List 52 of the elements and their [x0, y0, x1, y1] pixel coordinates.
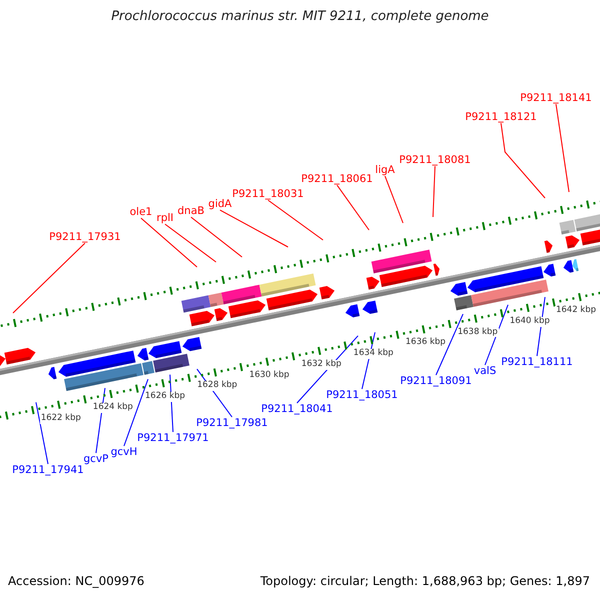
gene-label: P9211_17971	[137, 432, 209, 444]
leader-line	[336, 184, 370, 230]
gene-label: dnaB	[178, 205, 204, 218]
accession-text: Accession: NC_009976	[8, 575, 144, 589]
gene-label: gcvH	[110, 446, 138, 458]
gene-label: P9211_18041	[261, 403, 333, 416]
scale-label: 1642 kbp	[554, 306, 598, 316]
leader-line	[268, 200, 324, 240]
scale-label: 1640 kbp	[508, 316, 551, 327]
gene-label: P9211_17931	[49, 231, 121, 244]
title: Prochlorococcus marinus str. MIT 9211, complete genome	[110, 10, 490, 25]
leader-line	[220, 210, 288, 248]
genome-stats-text: Topology: circular; Length: 1,688,963 bp; Genes: 1,897	[260, 575, 590, 589]
gene-label: P9211_18111	[501, 356, 573, 368]
leader-line	[36, 402, 48, 464]
leader-line	[164, 224, 216, 262]
scale-label: 1638 kbp	[456, 328, 499, 338]
gene-label: valS	[474, 365, 496, 378]
gene-label: P9211_18121	[465, 111, 537, 124]
gene-label: P9211_18061	[301, 173, 373, 186]
scale-label: 1636 kbp	[404, 338, 447, 348]
gene-label: P9211_17981	[196, 417, 268, 430]
leader-line	[436, 314, 464, 376]
scale-label: 1622 kbp	[40, 414, 82, 424]
leader-line	[432, 166, 436, 218]
scale-label: 1634 kbp	[352, 349, 394, 359]
gene-label: P9211_17941	[12, 464, 84, 476]
leader-line	[12, 242, 86, 314]
gene-label: rplI	[156, 212, 174, 224]
gene-label: gidA	[208, 198, 232, 210]
scale-label: 1624 kbp	[92, 403, 134, 413]
gene-label: P9211_18051	[326, 389, 398, 402]
scale-label: 1626 kbp	[144, 392, 186, 402]
scale-label: 1632 kbp	[300, 360, 342, 370]
leader-line	[190, 216, 242, 258]
gene-label: ole1	[130, 206, 152, 218]
leader-line	[556, 104, 570, 192]
gene-label: ligA	[375, 164, 395, 176]
leader-line	[296, 335, 358, 404]
scale-label: 1628 kbp	[196, 381, 238, 392]
scale-label: 1630 kbp	[248, 370, 290, 380]
leader-line	[140, 218, 198, 268]
gene-label: gcvP	[84, 453, 108, 466]
gene-label: P9211_18091	[400, 375, 472, 388]
gene-label: P9211_18141	[520, 92, 592, 104]
leader-line	[124, 378, 148, 446]
leader-line	[484, 304, 508, 366]
gene-label: P9211_18031	[232, 188, 304, 200]
leader-line	[384, 176, 404, 224]
leader-line	[96, 388, 106, 454]
leader-line	[500, 122, 546, 198]
gene-label: P9211_18081	[399, 154, 471, 166]
